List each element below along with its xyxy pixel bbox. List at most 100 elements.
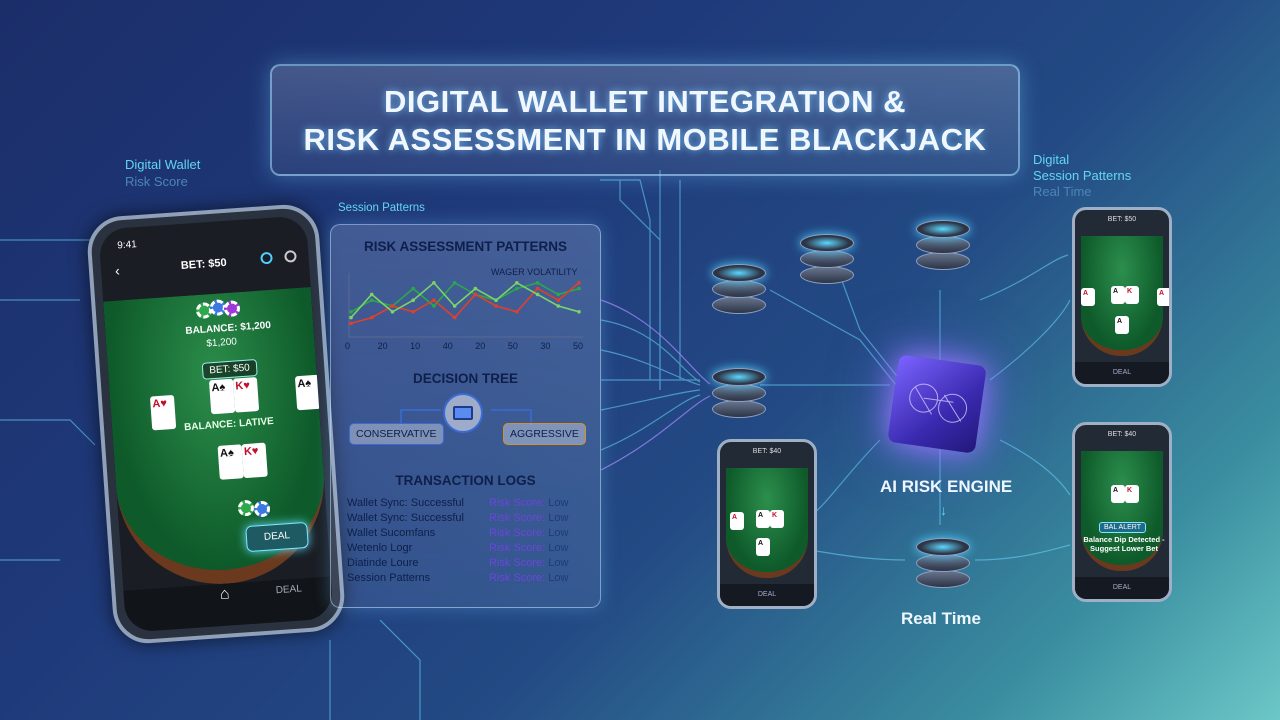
tree-connectors (400, 409, 532, 425)
series-line-0 (350, 281, 580, 313)
series-point (369, 298, 374, 302)
card: K♥ (232, 377, 260, 413)
home-icon[interactable]: ⌂ (219, 585, 231, 604)
log-risk: Risk Score: Low (489, 512, 569, 524)
main-phone-screen: 9:41 ‹ BET: $50 BALANCE: $1,200 $1,200 B… (98, 215, 334, 633)
cpu-icon (443, 393, 483, 433)
card: A (1115, 316, 1129, 334)
x-tick-label: 30 (540, 341, 551, 351)
log-event: Wallet Sync: Successful (347, 497, 464, 509)
series-point (556, 304, 561, 308)
series-point (494, 298, 498, 302)
card: A (1081, 288, 1095, 306)
balance-value: $1,200 (206, 336, 238, 350)
series-point (390, 310, 395, 314)
x-tick-label: 20 (377, 341, 388, 351)
series-point (432, 281, 436, 285)
x-tick-label: 0 (345, 341, 351, 351)
series-point (432, 298, 436, 302)
small-phone-bottom-left: BET: $40 A A K A DEAL (717, 439, 817, 609)
wallet-icon[interactable] (260, 251, 273, 265)
x-tick-label: 40 (442, 341, 453, 351)
x-tick-label: 50 (573, 341, 584, 351)
chart-axis (348, 273, 583, 338)
deal-button[interactable]: DEAL (245, 521, 309, 553)
series-point (411, 298, 415, 302)
series-point (411, 310, 415, 314)
x-tick-label: 20 (475, 341, 486, 351)
series-point (577, 286, 581, 291)
decision-tree-title: DECISION TREE (412, 371, 518, 386)
series-point (452, 315, 457, 320)
volatility-chart (348, 273, 583, 338)
card: A (756, 538, 770, 556)
settings-icon[interactable] (284, 249, 297, 263)
series-point (535, 286, 540, 291)
small-phone-bottom-right: BET: $40 A K BAL ALERT Balance Dip Detec… (1072, 422, 1172, 602)
series-point (411, 286, 415, 291)
series-point (473, 292, 478, 297)
series-line-2 (350, 281, 580, 319)
chart-subtitle: WAGER VOLATILITY (491, 267, 578, 277)
series-point (515, 310, 519, 314)
card: A (1111, 485, 1125, 503)
card: A (756, 510, 770, 528)
card: A (730, 512, 744, 530)
small-phone-bet: BET: $40 (1107, 431, 1137, 438)
series-point (577, 281, 581, 285)
log-risk: Risk Score: Low (489, 542, 569, 554)
server-icon (712, 360, 766, 422)
card: A (1157, 288, 1169, 306)
series-point (515, 286, 519, 291)
series-point (473, 286, 478, 291)
label-right-realtime: Real Time (1033, 184, 1092, 199)
series-point (349, 315, 353, 320)
branch-conservative: CONSERVATIVE (349, 423, 444, 445)
series-point (515, 281, 519, 285)
series-point (349, 310, 353, 314)
card: A♠ (294, 374, 322, 411)
title-banner: DIGITAL WALLET INTEGRATION & RISK ASSESS… (270, 64, 1020, 176)
card: A (1111, 286, 1125, 304)
small-table (1081, 451, 1163, 571)
status-time: 9:41 (116, 239, 138, 252)
small-phone-nav[interactable]: DEAL (1075, 362, 1169, 384)
alert-message: Balance Dip Detected - Suggest Lower Bet (1083, 535, 1165, 553)
small-phone-nav[interactable]: DEAL (1075, 577, 1169, 599)
card: A♠ (208, 378, 236, 415)
log-event: Wallet Sync: Successful (347, 512, 464, 524)
ai-engine-label: AI RISK ENGINE (880, 477, 1013, 496)
label-digital-wallet: Digital Wallet (125, 157, 201, 172)
ai-engine-cube-icon (887, 354, 987, 454)
server-icon (800, 226, 854, 288)
log-risk: Risk Score: Low (489, 572, 569, 584)
log-risk: Risk Score: Low (489, 557, 569, 569)
chart-title: RISK ASSESSMENT PATTERNS (363, 239, 568, 254)
card: A♠ (217, 444, 244, 480)
series-point (390, 304, 395, 308)
series-point (535, 281, 540, 285)
nav-deal[interactable]: DEAL (275, 583, 303, 597)
label-right-digital: Digital (1033, 152, 1070, 167)
title-line-1: DIGITAL WALLET INTEGRATION & (383, 84, 907, 119)
server-icon (916, 212, 970, 274)
back-icon[interactable]: ‹ (114, 262, 121, 279)
card: K (770, 510, 784, 528)
card: K♥ (241, 442, 268, 479)
analytics-panel: RISK ASSESSMENT PATTERNS WAGER VOLATILIT… (330, 224, 601, 608)
label-right-session: Session Patterns (1033, 168, 1132, 183)
series-point (432, 304, 436, 308)
series-point (369, 315, 374, 320)
log-event: Wallet Sucomfans (347, 527, 436, 539)
series-point (452, 281, 457, 285)
log-risk: Risk Score: Low (489, 497, 569, 509)
series-point (349, 321, 353, 326)
small-phone-nav[interactable]: DEAL (720, 584, 814, 606)
card: K (1125, 286, 1139, 304)
small-phone-bet: BET: $50 (1107, 216, 1137, 223)
small-phone-bet: BET: $40 (752, 448, 782, 455)
